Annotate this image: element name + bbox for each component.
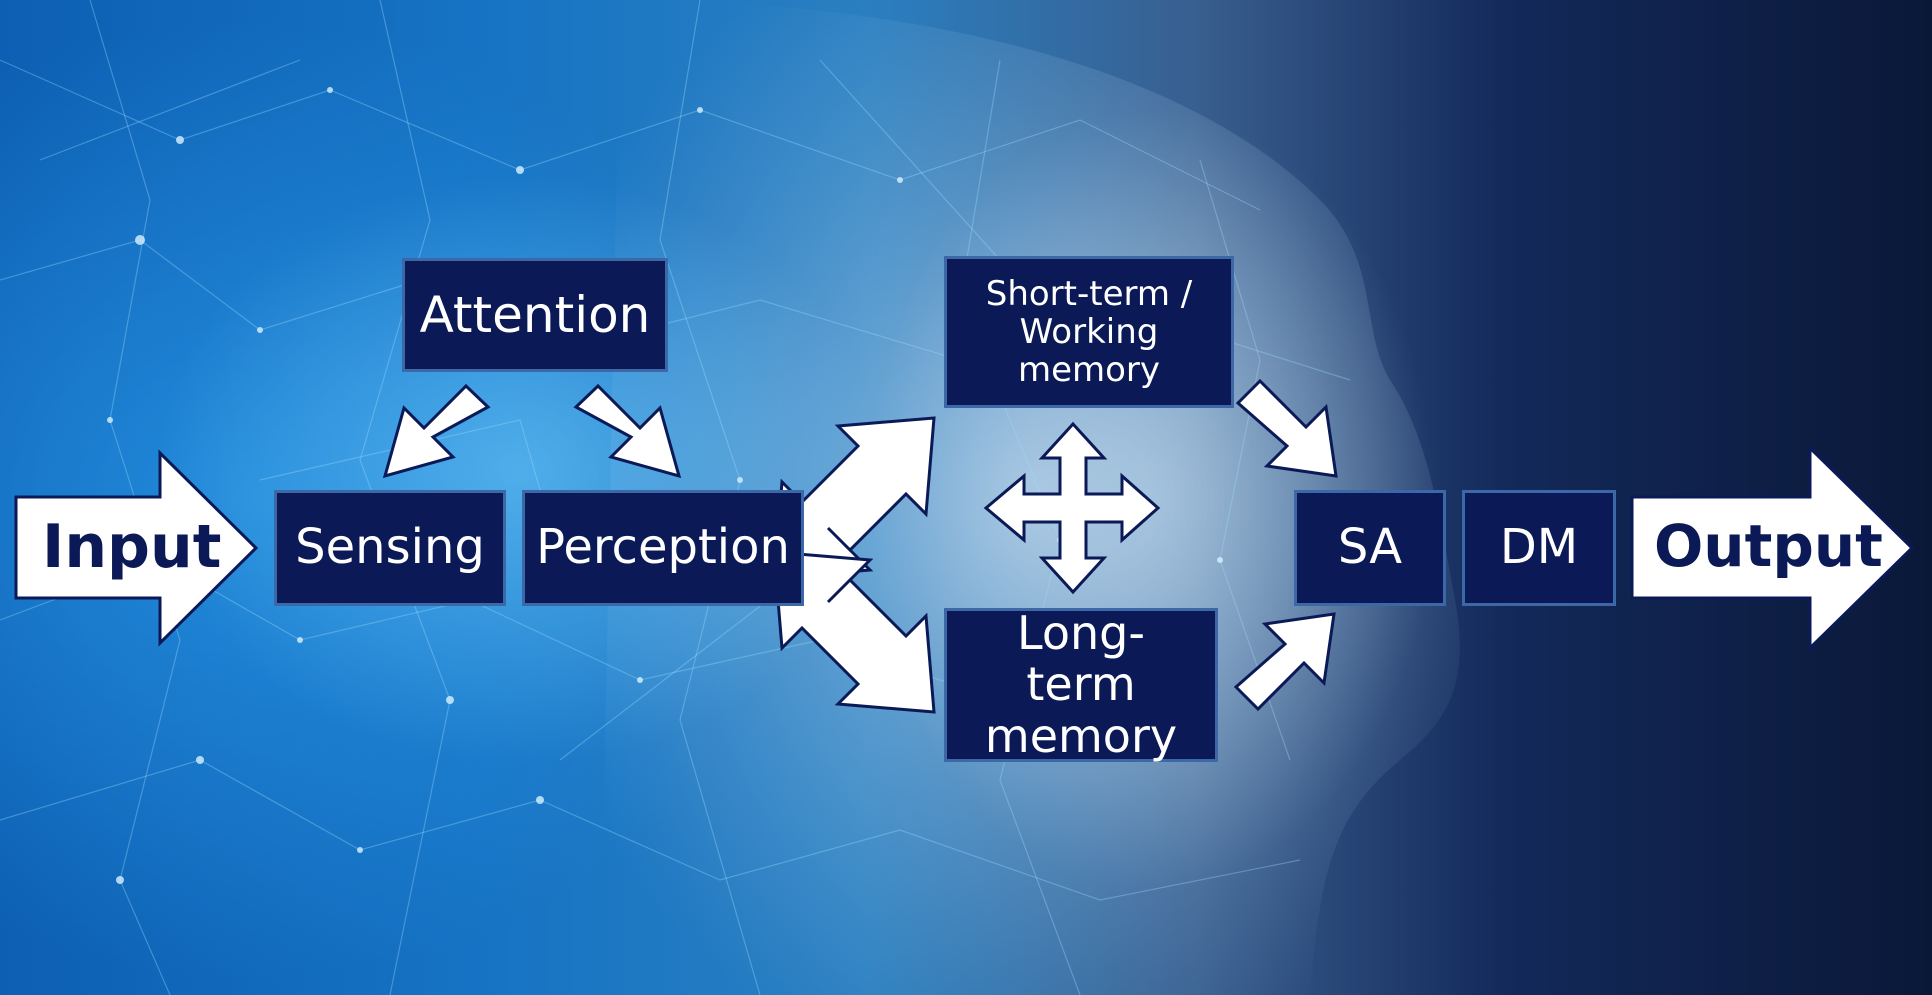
dm-box: DM	[1462, 490, 1616, 606]
short-term-memory-box: Short-term / Working memory	[944, 256, 1234, 408]
memory-four-way-arrow	[983, 421, 1161, 595]
attention-box: Attention	[402, 258, 668, 372]
sensing-label: Sensing	[295, 519, 485, 576]
sa-label: SA	[1337, 519, 1403, 576]
input-arrow	[14, 449, 259, 647]
output-label: Output	[1654, 512, 1883, 580]
sensing-box: Sensing	[274, 490, 506, 606]
long-term-memory-label: Long-term memory	[984, 605, 1178, 763]
perception-label: Perception	[536, 519, 790, 576]
attention-to-sensing-arrow	[382, 383, 491, 479]
perception-shortterm-double-arrow	[772, 416, 936, 580]
longterm-to-sa-arrow	[1233, 612, 1336, 712]
attention-to-perception-arrow	[573, 383, 682, 479]
long-term-memory-box: Long-term memory	[944, 605, 1218, 763]
attention-label: Attention	[419, 286, 651, 344]
short-term-memory-label: Short-term / Working memory	[985, 273, 1193, 391]
shortterm-to-sa-arrow	[1235, 378, 1338, 478]
output-arrow	[1630, 444, 1915, 652]
sa-box: SA	[1294, 490, 1446, 606]
perception-longterm-double-arrow	[772, 550, 936, 714]
dm-label: DM	[1499, 519, 1579, 576]
perception-box: Perception	[522, 490, 804, 606]
input-label: Input	[42, 512, 222, 582]
